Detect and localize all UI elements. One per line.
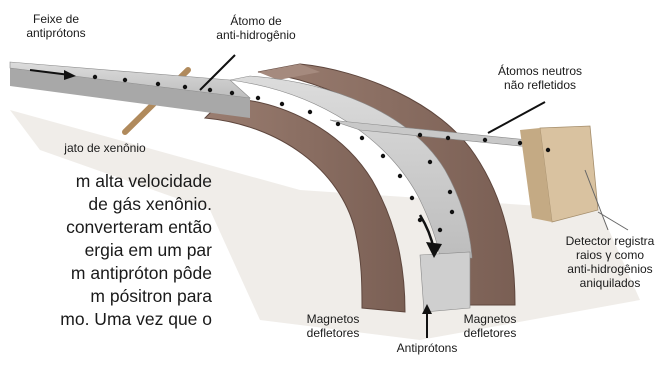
neutral-label-line1: Átomos neutros (475, 64, 605, 78)
article-body-text: m alta velocidade de gás xenônio. conver… (0, 170, 212, 360)
detector-label-line1: Detector registra (554, 234, 666, 248)
neutral-label: Átomos neutros não refletidos (475, 64, 605, 92)
magnets-left-line1: Magnetos (298, 312, 368, 326)
neutral-label-line2: não refletidos (475, 78, 605, 92)
magnets-right-line1: Magnetos (455, 312, 525, 326)
neutral-pointer (488, 102, 545, 133)
body-line: ergia em um par (0, 239, 212, 262)
magnets-right-line2: defletores (455, 326, 525, 340)
body-line: m antipróton pôde (0, 262, 212, 285)
magnets-left-label: Magnetos defletores (298, 312, 368, 340)
detector-label: Detector registra raios γ como anti-hidr… (554, 234, 666, 290)
atom-label: Átomo de anti-hidrogênio (196, 14, 316, 42)
atom-label-line2: anti-hidrogênio (196, 28, 316, 42)
magnets-left-line2: defletores (298, 326, 368, 340)
magnets-right-label: Magnetos defletores (455, 312, 525, 340)
body-line: m pósitron para (0, 285, 212, 308)
antiprotons-label: Antiprótons (380, 341, 474, 355)
detector-label-line3: anti-hidrogênios (554, 262, 666, 276)
beam-label: Feixe de antiprótons (6, 12, 106, 40)
atom-label-line1: Átomo de (196, 14, 316, 28)
body-line: m alta velocidade (0, 170, 212, 193)
detector-label-line4: aniquilados (554, 276, 666, 290)
body-line: de gás xenônio. (0, 193, 212, 216)
xenon-label: jato de xenônio (40, 141, 170, 155)
body-line: converteram então (0, 216, 212, 239)
beam-label-line2: antiprótons (6, 26, 106, 40)
body-line: mo. Uma vez que o (0, 308, 212, 331)
antiproton-exit-box (420, 252, 470, 312)
beam-label-line1: Feixe de (6, 12, 106, 26)
detector-label-line2: raios γ como (554, 248, 666, 262)
